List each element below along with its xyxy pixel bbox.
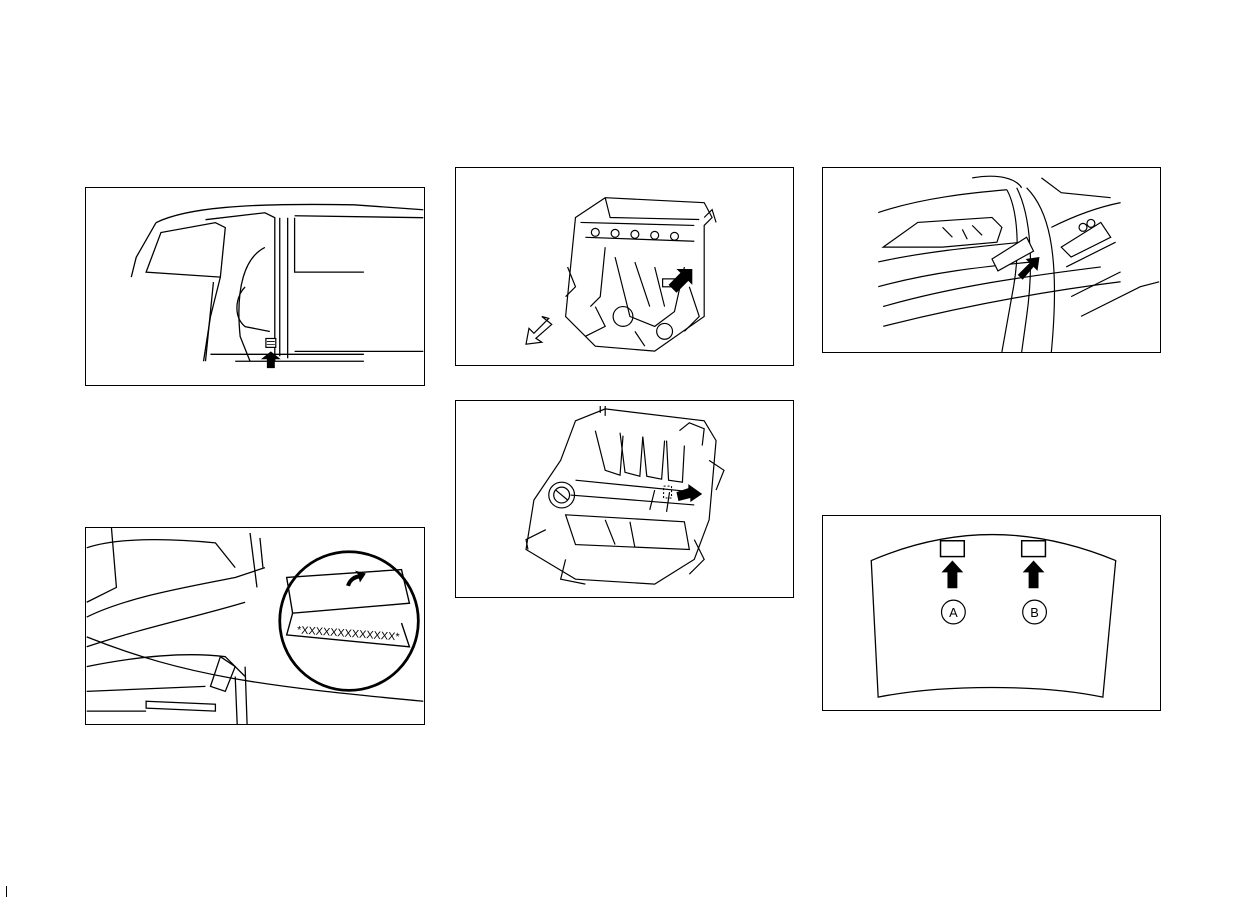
engine-4cyl-illustration [456, 168, 793, 365]
figure-vin-plate-door-pillar [85, 187, 425, 386]
arrow-up-icon [942, 561, 964, 589]
figure-hood-labels: A B [822, 515, 1161, 711]
label-b-box [1022, 541, 1046, 557]
callout-a-text: A [949, 605, 958, 620]
callout-b-text: B [1030, 605, 1039, 620]
car-door-pillar-illustration [86, 188, 424, 385]
label-a-box [941, 541, 965, 557]
engine-v6-illustration [456, 401, 793, 597]
figure-engine-serial-number-v6 [455, 400, 794, 598]
door-opening-illustration [823, 168, 1160, 352]
front-direction-arrow-icon [526, 316, 552, 344]
page-edge-mark [6, 886, 7, 897]
figure-chassis-number-under-seat: *XXXXXXXXXXXXX* [85, 527, 425, 725]
arrow-up-icon [1023, 561, 1045, 589]
figure-certification-label-door-pillar [822, 167, 1161, 353]
seat-floor-illustration: *XXXXXXXXXXXXX* [86, 528, 424, 724]
figure-engine-serial-number-4cyl [455, 167, 794, 366]
hood-illustration: A B [823, 516, 1160, 710]
arrow-icon [676, 484, 702, 502]
hood-outline [871, 535, 1115, 698]
